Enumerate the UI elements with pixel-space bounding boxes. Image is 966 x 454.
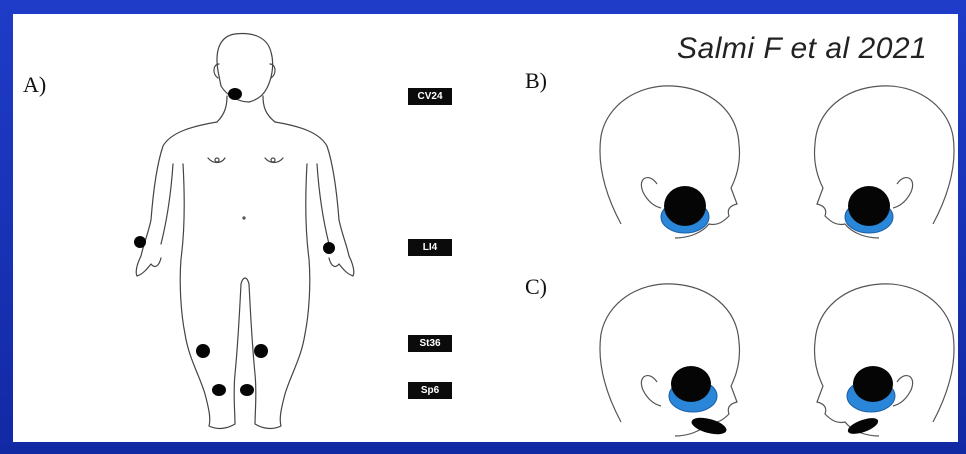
panel-b-head-right <box>803 74 958 249</box>
sp6-right-marker <box>240 384 254 396</box>
panel-c-head-right <box>803 272 958 442</box>
figure-panel: Salmi F et al 2021 A) B) C) CV24 LI4 St3… <box>13 14 958 442</box>
st36-right-marker <box>254 344 268 358</box>
cv24-marker <box>228 88 242 100</box>
sp6-left-marker <box>212 384 226 396</box>
st36-left-marker <box>196 344 210 358</box>
li4-right-marker <box>323 242 335 254</box>
panel-b-head-left <box>591 74 751 249</box>
panel-c-head-left <box>591 272 751 442</box>
li4-left-marker <box>134 236 146 248</box>
